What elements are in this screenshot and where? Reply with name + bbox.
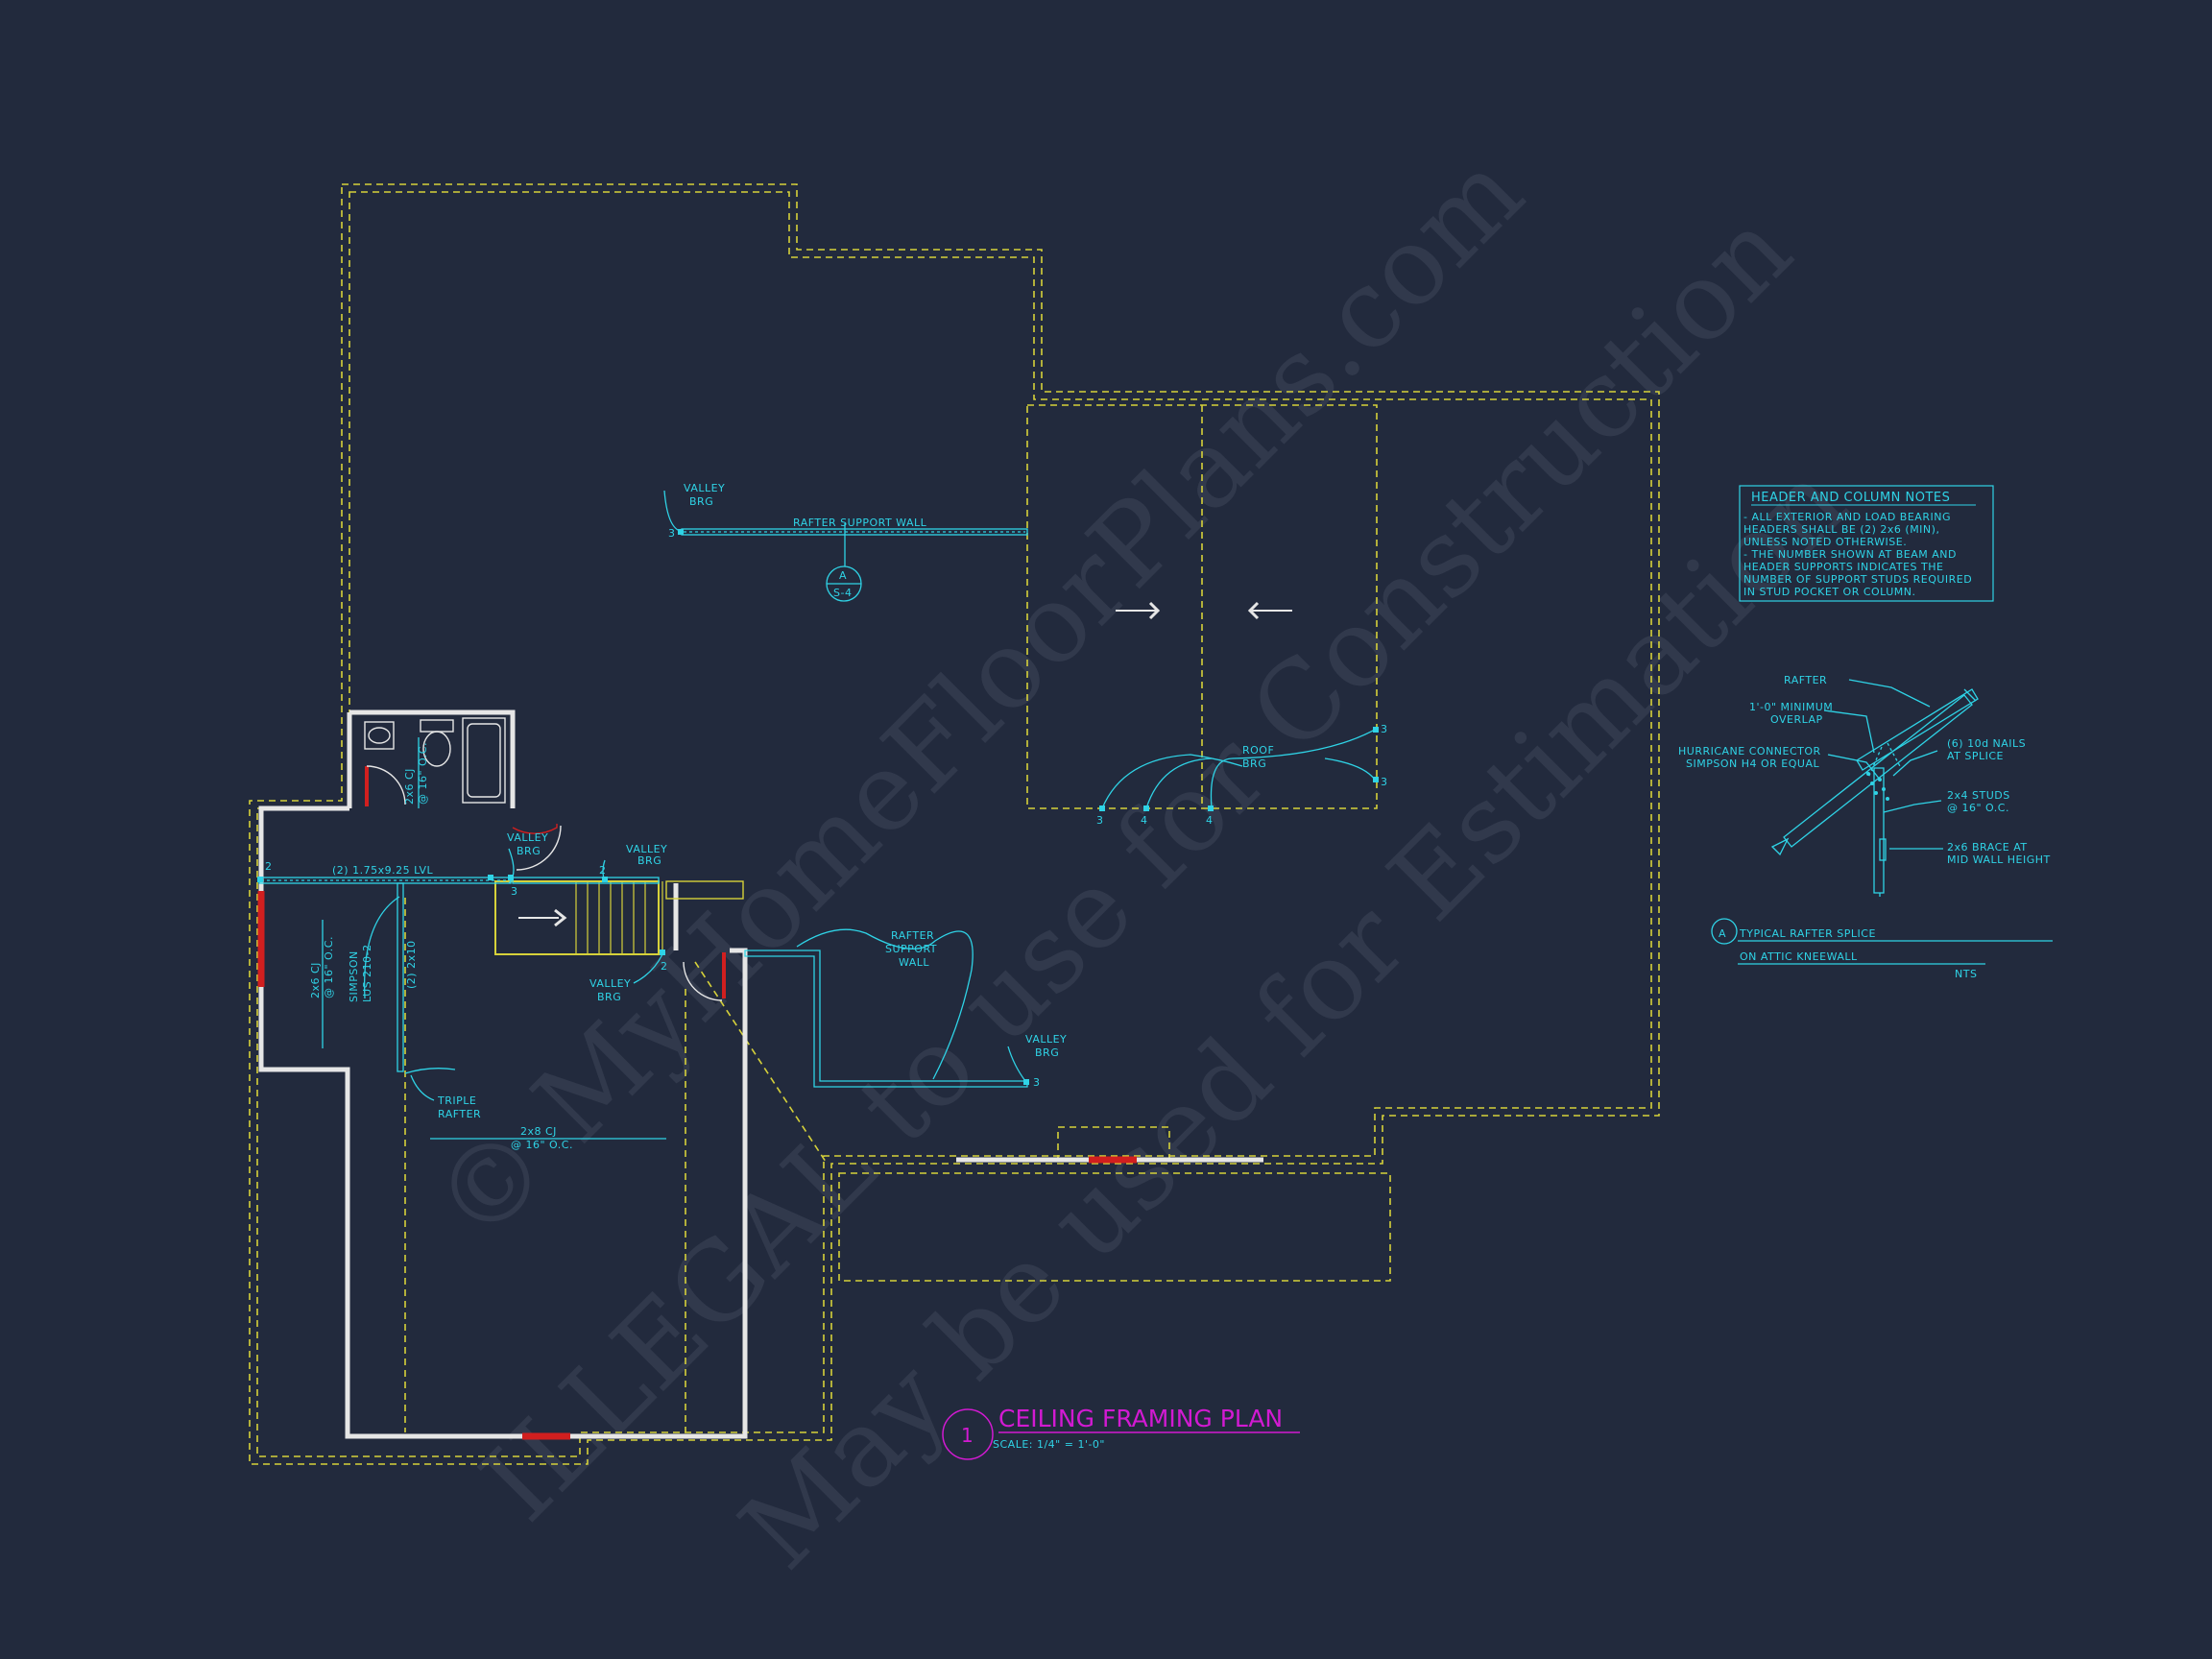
notes-line: NUMBER OF SUPPORT STUDS REQUIRED [1743, 573, 1972, 586]
valley-brg-label: BRG [517, 845, 541, 857]
support-count: 4 [1141, 814, 1148, 827]
detail-label-brace: MID WALL HEIGHT [1947, 854, 2051, 866]
ceiling-joist-label: 2x8 CJ [520, 1125, 557, 1138]
detail-label-overlap: 1'-0" MINIMUM [1749, 701, 1833, 713]
arrow-left-icon [1247, 601, 1260, 620]
detail-label-studs: @ 16" O.C. [1947, 802, 2009, 814]
stair [494, 880, 744, 955]
notes-line: UNLESS NOTED OTHERWISE. [1743, 536, 1907, 548]
plan-scale: SCALE: 1/4" = 1'-0" [993, 1438, 1105, 1451]
plan-number-circle [942, 1408, 994, 1460]
notes-line: - THE NUMBER SHOWN AT BEAM AND [1743, 548, 1957, 561]
detail-scale: NTS [1955, 968, 1977, 980]
rafter-support-wall-label: WALL [899, 956, 929, 969]
simpson-hanger-label: LUS 210-2 [361, 944, 373, 1002]
support-count: 2 [599, 864, 607, 877]
notes-line: HEADERS SHALL BE (2) 2x6 (MIN), [1743, 523, 1939, 536]
triple-rafter-label: RAFTER [438, 1108, 481, 1120]
notes-line: - ALL EXTERIOR AND LOAD BEARING [1743, 511, 1951, 523]
support-count: 3 [1381, 776, 1388, 788]
detail-label-rafter: RAFTER [1784, 674, 1827, 686]
bathroom-fixtures [364, 717, 723, 1001]
valley-brg-label: BRG [1035, 1046, 1059, 1059]
arrow-right-icon [1148, 601, 1161, 620]
stair-direction-arrow-icon [554, 908, 567, 927]
support-count: 3 [1096, 814, 1104, 827]
detail-title: TYPICAL RAFTER SPLICE [1739, 927, 1876, 940]
detail-label-nails: (6) 10d NAILS [1947, 737, 2026, 750]
support-count: 3 [511, 885, 518, 898]
detail-label-brace: 2x6 BRACE AT [1947, 841, 2028, 854]
triple-rafter-label: TRIPLE [437, 1094, 476, 1107]
header-column-notes: HEADER AND COLUMN NOTES - ALL EXTERIOR A… [1739, 485, 1994, 602]
support-count: 3 [1033, 1076, 1041, 1089]
valley-brg-label: BRG [637, 854, 661, 867]
rafter-splice-detail: RAFTER 1'-0" MINIMUM OVERLAP HURRICANE C… [1678, 674, 2053, 980]
rafter-support-wall-label: RAFTER [891, 929, 934, 942]
notes-line: IN STUD POCKET OR COLUMN. [1743, 586, 1916, 598]
detail-label-nails: AT SPLICE [1947, 750, 2004, 762]
wall-openings [257, 766, 1137, 1440]
roof-brg-label: ROOF [1242, 744, 1274, 757]
valley-brg-label: VALLEY [626, 843, 667, 855]
ceiling-joist-label: 2x6 CJ [309, 962, 322, 998]
detail-title: ON ATTIC KNEEWALL [1740, 950, 1858, 963]
detail-label-hurricane: HURRICANE CONNECTOR [1678, 745, 1821, 757]
valley-brg-label: BRG [689, 495, 713, 508]
roof-brg-label: BRG [1242, 757, 1266, 770]
detail-label-overlap: OVERLAP [1770, 713, 1823, 726]
plan-title-block: 1 CEILING FRAMING PLAN SCALE: 1/4" = 1'-… [942, 1405, 1300, 1460]
beam-label: (2) 2x10 [405, 940, 418, 989]
watermark-line-3: May be used for Estimation [717, 440, 1870, 1593]
notes-title: HEADER AND COLUMN NOTES [1751, 491, 1950, 505]
bearing-points [257, 529, 1379, 1085]
valley-brg-label: VALLEY [589, 977, 631, 990]
support-count: 2 [265, 860, 273, 873]
detail-label-studs: 2x4 STUDS [1947, 789, 2010, 802]
support-count: 4 [1206, 814, 1214, 827]
detail-marker-letter: A [1719, 927, 1726, 940]
detail-marker-circle [1711, 918, 1738, 945]
rafter-support-wall-label: RAFTER SUPPORT WALL [793, 517, 927, 529]
ceiling-joist-label: 2x6 CJ [403, 768, 416, 805]
valley-brg-label: VALLEY [507, 831, 548, 844]
simpson-hanger-label: SIMPSON [348, 950, 360, 1002]
ceiling-joist-label: @ 16" O.C. [511, 1139, 573, 1151]
section-marker-letter: A [839, 569, 847, 582]
sink-icon [364, 721, 395, 750]
plan-title: CEILING FRAMING PLAN [998, 1405, 1283, 1432]
detail-label-hurricane: SIMPSON H4 OR EQUAL [1686, 757, 1819, 770]
lvl-beam-label: (2) 1.75x9.25 LVL [332, 864, 434, 877]
support-count: 3 [668, 527, 676, 540]
valley-brg-label: VALLEY [1025, 1033, 1067, 1046]
section-marker-sheet: S-4 [833, 587, 852, 599]
notes-line: HEADER SUPPORTS INDICATES THE [1743, 561, 1943, 573]
ceiling-joist-label: @ 16" O.C. [323, 936, 335, 998]
plan-labels: VALLEY BRG 3 RAFTER SUPPORT WALL A S-4 R… [265, 482, 1388, 1151]
plan-number: 1 [961, 1424, 974, 1447]
support-count: 2 [661, 960, 668, 973]
support-count: 3 [1381, 723, 1388, 735]
ceiling-joist-label: @ 16" O.C. [417, 742, 429, 805]
valley-brg-label: VALLEY [684, 482, 725, 494]
valley-brg-label: BRG [597, 991, 621, 1003]
bathtub-icon [462, 717, 506, 804]
rafter-support-wall-label: SUPPORT [885, 943, 937, 955]
roof-outline [249, 183, 1660, 1465]
toilet-icon [420, 719, 454, 733]
